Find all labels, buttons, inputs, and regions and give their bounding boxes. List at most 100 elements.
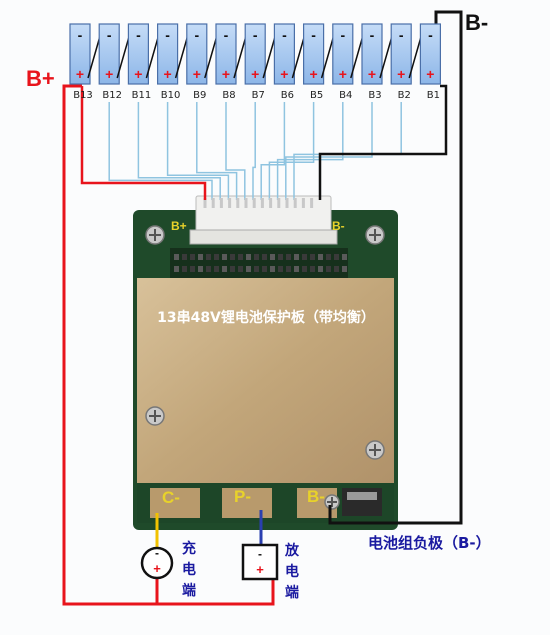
smd-component	[278, 254, 283, 260]
smd-component	[174, 254, 179, 260]
screw-top-left	[145, 225, 165, 245]
cell-plus-sign: +	[426, 66, 434, 82]
cell-minus-sign: -	[107, 27, 112, 43]
tap-label: B5	[310, 90, 323, 101]
connector-pin	[301, 198, 305, 208]
smd-component	[302, 254, 307, 260]
discharge-port-plus: +	[256, 562, 264, 577]
balance-wire	[268, 102, 315, 200]
smd-component	[326, 254, 331, 260]
battery-cell: -+	[303, 23, 325, 85]
pad-label-c-minus: C-	[162, 488, 180, 507]
tap-label: B11	[132, 90, 152, 101]
balance-wire	[285, 102, 373, 200]
battery-cell: -+	[215, 23, 237, 85]
connector-pin	[310, 198, 314, 208]
board-title: 13串48V锂电池保护板（带均衡）	[157, 309, 375, 326]
pad-label-p-minus: P-	[234, 487, 251, 506]
smd-component	[342, 266, 347, 272]
smd-component	[294, 266, 299, 272]
cell-minus-sign: -	[399, 27, 404, 43]
cell-plus-sign: +	[193, 66, 201, 82]
cell-minus-sign: -	[165, 27, 170, 43]
tap-label: B13	[73, 90, 93, 101]
cell-minus-sign: -	[136, 27, 141, 43]
balance-wire	[137, 102, 221, 200]
smd-component	[262, 266, 267, 272]
discharge-port-char-2: 电	[285, 563, 299, 580]
tap-label: B10	[161, 90, 181, 101]
smd-component	[262, 254, 267, 260]
smd-component	[254, 254, 259, 260]
balance-wire	[276, 102, 344, 200]
board-label-b-plus: B+	[171, 219, 187, 233]
balance-wire	[166, 102, 230, 200]
cell-minus-sign: -	[253, 27, 258, 43]
cell-minus-sign: -	[282, 27, 287, 43]
battery-cell: -+	[157, 23, 179, 85]
smd-component	[286, 254, 291, 260]
smd-component	[326, 266, 331, 272]
connector-pin	[228, 198, 232, 208]
board-label-b-minus: B-	[332, 219, 345, 233]
component-strip	[170, 248, 348, 278]
cell-plus-sign: +	[76, 66, 84, 82]
cell-body	[390, 23, 412, 85]
black-b-minus-wire	[328, 10, 463, 525]
smd-component	[270, 254, 275, 260]
cell-minus-sign: -	[78, 27, 83, 43]
connector-pin	[211, 198, 215, 208]
tap-label: B9	[193, 90, 206, 101]
mosfet-tab	[347, 492, 377, 500]
smd-component	[286, 266, 291, 272]
pad-p-area	[222, 488, 272, 518]
smd-component	[334, 254, 339, 260]
discharge-port-connector	[241, 543, 279, 581]
smd-component	[246, 254, 251, 260]
connector-pin	[203, 198, 207, 208]
cell-body	[361, 23, 383, 85]
smd-component	[206, 254, 211, 260]
balance-wire	[196, 102, 238, 200]
smd-component	[246, 266, 251, 272]
label-b-minus-top: B-	[465, 10, 488, 35]
smd-component	[230, 254, 235, 260]
screw-bottom-left	[145, 406, 165, 426]
cell-body	[157, 23, 179, 85]
battery-cell: -+	[186, 23, 208, 85]
cell-body	[215, 23, 237, 85]
battery-cell: -+	[98, 23, 120, 85]
battery-cell: -+	[244, 23, 266, 85]
tap-label: B3	[368, 90, 381, 101]
smd-component	[214, 254, 219, 260]
cell-plus-sign: +	[105, 66, 113, 82]
tap-label: B2	[398, 90, 411, 101]
charge-port-char-1: 充	[182, 540, 196, 557]
connector-pin	[293, 198, 297, 208]
label-b-plus: B+	[26, 66, 55, 91]
cell-minus-sign: -	[370, 27, 375, 43]
smd-component	[318, 266, 323, 272]
cell-minus-sign: -	[194, 27, 199, 43]
cell-minus-sign: -	[224, 27, 229, 43]
black-b1-lead	[318, 84, 448, 200]
battery-cell: -+	[127, 23, 149, 85]
connector-pin	[244, 198, 248, 208]
cell-body	[98, 23, 120, 85]
smd-component	[270, 266, 275, 272]
balance-connector-base	[189, 229, 338, 245]
cell-plus-sign: +	[222, 66, 230, 82]
connector-pin	[277, 198, 281, 208]
cell-minus-sign: -	[340, 27, 345, 43]
smd-component	[182, 266, 187, 272]
battery-cell: -+	[69, 23, 91, 85]
smd-component	[254, 266, 259, 272]
pad-label-b-minus: B-	[307, 487, 325, 506]
connector-pin	[269, 198, 273, 208]
connector-pin	[260, 198, 264, 208]
tap-label: B8	[222, 90, 235, 101]
cell-body	[69, 23, 91, 85]
smd-component	[318, 254, 323, 260]
connector-pin	[219, 198, 223, 208]
